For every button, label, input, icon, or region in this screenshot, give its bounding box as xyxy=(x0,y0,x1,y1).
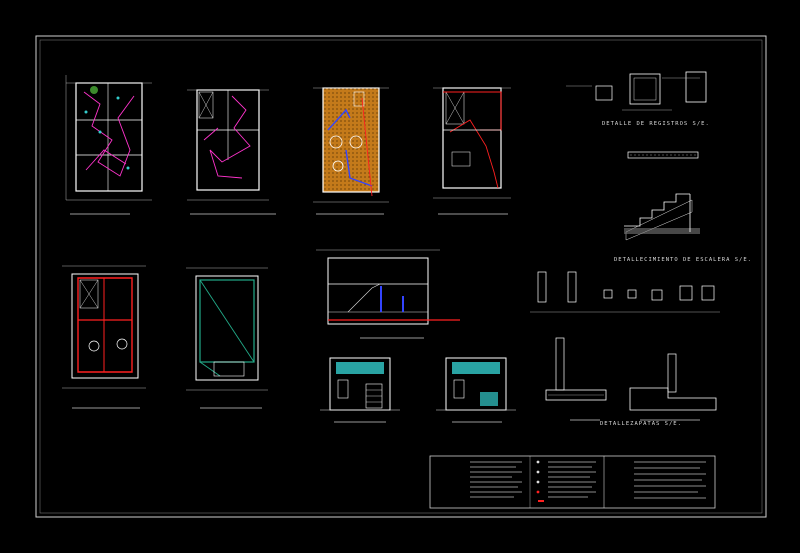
label-escalera: DETALLECIMIENTO DE ESCALERA S/E. xyxy=(614,257,752,263)
elevation-rear xyxy=(436,357,516,423)
legend-title-block xyxy=(429,455,716,509)
detail-registros xyxy=(566,71,707,111)
plan-plumbing xyxy=(433,87,511,215)
building-section xyxy=(316,249,460,339)
plan-electrical-upper xyxy=(187,89,276,215)
plan-gas xyxy=(313,87,389,215)
detail-escalera xyxy=(624,193,700,241)
plan-electrical xyxy=(65,75,152,215)
detail-columnas xyxy=(530,271,720,313)
plan-foundation xyxy=(62,265,146,409)
outer-border xyxy=(35,35,767,518)
plan-roof xyxy=(186,267,268,409)
label-zapatas: DETALLEZAPATAS S/E. xyxy=(600,421,682,427)
label-registros: DETALLE DE REGISTROS S/E. xyxy=(602,121,710,127)
inner-border xyxy=(39,39,763,514)
detail-losa xyxy=(627,151,699,159)
detail-zapatas xyxy=(545,337,717,421)
elevation-front xyxy=(320,357,400,423)
